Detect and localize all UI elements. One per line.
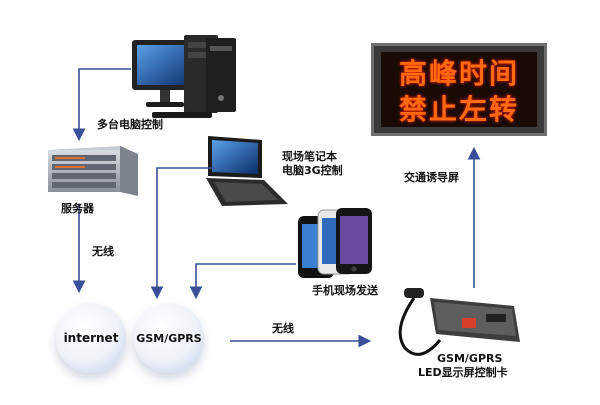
smartphones-icon [298,208,372,278]
led-traffic-sign: 高峰时间 禁止左转 [371,43,547,136]
server-label: 服务器 [61,202,94,215]
gsm-gprs-label: GSM/GPRS [136,331,202,345]
phone-label: 手机现场发送 [312,284,378,297]
gsm-gprs-node: GSM/GPRS [134,303,204,373]
laptop-icon [206,136,288,206]
server-rack-icon [48,146,138,196]
internet-label: internet [63,331,119,345]
wireless-label-bottom: 无线 [272,322,294,335]
control-card-icon [398,288,520,356]
connection-arrows [72,68,481,348]
control-card-label-line2: LED显示屏控制卡 [418,366,508,379]
control-card-label-line1: GSM/GPRS [437,352,503,365]
wireless-label-left: 无线 [92,245,114,258]
led-line-1: 高峰时间 [398,57,519,90]
guide-screen-label: 交通诱导屏 [404,171,459,184]
internet-node: internet [56,303,126,373]
led-line-2: 禁止左转 [398,93,519,126]
desktop-computers-icon [132,35,236,118]
laptop-label-line2: 电脑3G控制 [282,164,343,177]
led-display-panel: 高峰时间 禁止左转 [381,52,537,127]
laptop-label-line1: 现场笔记本 [282,150,337,163]
multi-pc-label: 多台电脑控制 [97,118,163,131]
